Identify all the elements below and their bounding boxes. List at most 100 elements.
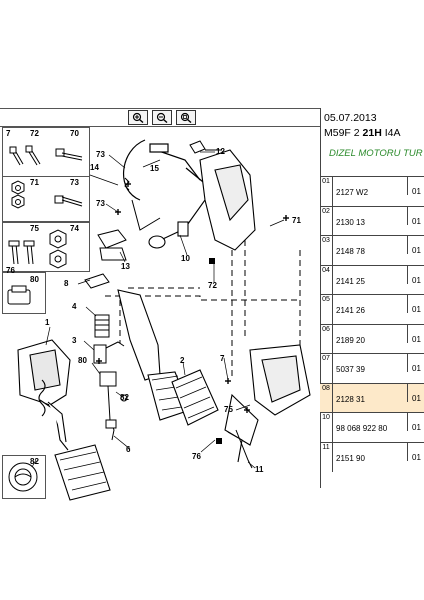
callout-11: 11 (255, 465, 264, 474)
callout-71: 72 (208, 281, 217, 290)
row-index: 06 (320, 324, 333, 354)
zoom-fit-icon (180, 112, 192, 123)
brake-pedal-arm (117, 289, 191, 421)
row-index: 04 (320, 265, 333, 295)
part-quantity: 01 (407, 295, 424, 314)
callout-76: 76 (192, 452, 201, 461)
catalog-code: M59F 2 21H I4A (324, 127, 401, 139)
callout-7: 7 (220, 354, 225, 363)
legend-label-76: 76 (6, 266, 15, 275)
legend-label-82: 82 (30, 457, 39, 466)
part-quantity: 01 (407, 236, 424, 255)
part-number: 2128 31 (336, 394, 365, 404)
row-index: 07 (320, 354, 333, 383)
part-quantity: 01 (407, 383, 424, 403)
zoom-out-icon (156, 112, 168, 123)
legend-bolts-art (7, 145, 83, 492)
callout-1: 1 (45, 318, 50, 327)
leader-lines (31, 151, 285, 469)
legend-label-7: 7 (6, 129, 11, 138)
legend-label-71: 71 (30, 178, 39, 187)
part-number: 5037 39 (336, 365, 365, 374)
part-13-bracket (97, 229, 127, 261)
part-number: 2189 20 (336, 335, 365, 345)
part-12-clip (189, 140, 222, 154)
part-quantity: 01 (407, 324, 424, 344)
zoom-out-button[interactable] (152, 110, 172, 125)
pedal-bracket (179, 149, 256, 251)
legend-cell-nuts (2, 176, 90, 222)
legend-label-75: 75 (30, 224, 39, 233)
part-quantity: 01 (407, 354, 424, 373)
part-number: 2148 78 (336, 247, 365, 256)
plus-markers (96, 181, 289, 413)
row-index: 01 (320, 177, 333, 206)
part-4-switch (94, 314, 110, 338)
row-index: 10 (320, 413, 333, 442)
engine-label: DIZEL MOTORU TUR (329, 148, 423, 159)
part-quantity: 01 (407, 265, 424, 285)
part-11-linkage (235, 429, 253, 469)
row-index: 08 (320, 383, 333, 413)
callout-15: 15 (150, 164, 159, 173)
zoom-fit-button[interactable] (176, 110, 196, 125)
part-number: 98 068 922 80 (336, 424, 388, 433)
callout-14: 14 (90, 163, 99, 172)
legend-label-80: 80 (30, 275, 39, 284)
callout-13: 13 (121, 262, 130, 271)
zoom-in-icon (132, 112, 144, 123)
zoom-in-button[interactable] (128, 110, 148, 125)
callout-8: 8 (64, 279, 69, 288)
part-3-switch (93, 341, 125, 364)
callout-75: 75 (224, 405, 233, 414)
part-number: 2127 W2 (336, 188, 369, 197)
row-index: 11 (320, 442, 333, 472)
part-quantity: 01 (407, 206, 424, 226)
row-index: 03 (320, 236, 333, 265)
marker-square-71 (209, 258, 215, 264)
catalog-date: 05.07.2013 (324, 112, 377, 124)
legend-cell-clip (2, 272, 46, 314)
part-number: 2130 13 (336, 217, 365, 227)
legend-cell-screws (2, 222, 90, 272)
header-bottom-rule (0, 126, 320, 127)
table-divider (320, 108, 321, 488)
marker-square-76 (216, 438, 222, 444)
part-80-sensor (99, 371, 128, 441)
part-quantity: 01 (407, 442, 424, 462)
part-14-spring (124, 177, 161, 231)
callout-6: 6 (126, 445, 131, 454)
header-top-rule (0, 108, 320, 109)
accelerator-assembly (224, 344, 311, 463)
legend-label-73: 73 (70, 178, 79, 187)
callout-10: 10 (181, 254, 190, 263)
callout-4: 4 (72, 302, 77, 311)
row-index: 02 (320, 206, 333, 236)
row-index: 05 (320, 295, 333, 324)
part-number: 2141 26 (336, 306, 365, 315)
part-1-clutch-pedal (17, 339, 111, 501)
callout-82: 82 (120, 393, 129, 402)
part-quantity: 01 (407, 177, 424, 196)
part-number: 2141 25 (336, 276, 365, 286)
callout-72: 73 (96, 199, 105, 208)
callout-3: 3 (72, 336, 77, 345)
callout-12: 12 (216, 147, 225, 156)
callout-70: 71 (292, 216, 301, 225)
legend-label-72: 72 (30, 129, 39, 138)
part-quantity: 01 (407, 413, 424, 432)
part-number: 2151 90 (336, 453, 365, 463)
legend-label-70: 70 (70, 129, 79, 138)
callout-2: 2 (180, 356, 185, 365)
